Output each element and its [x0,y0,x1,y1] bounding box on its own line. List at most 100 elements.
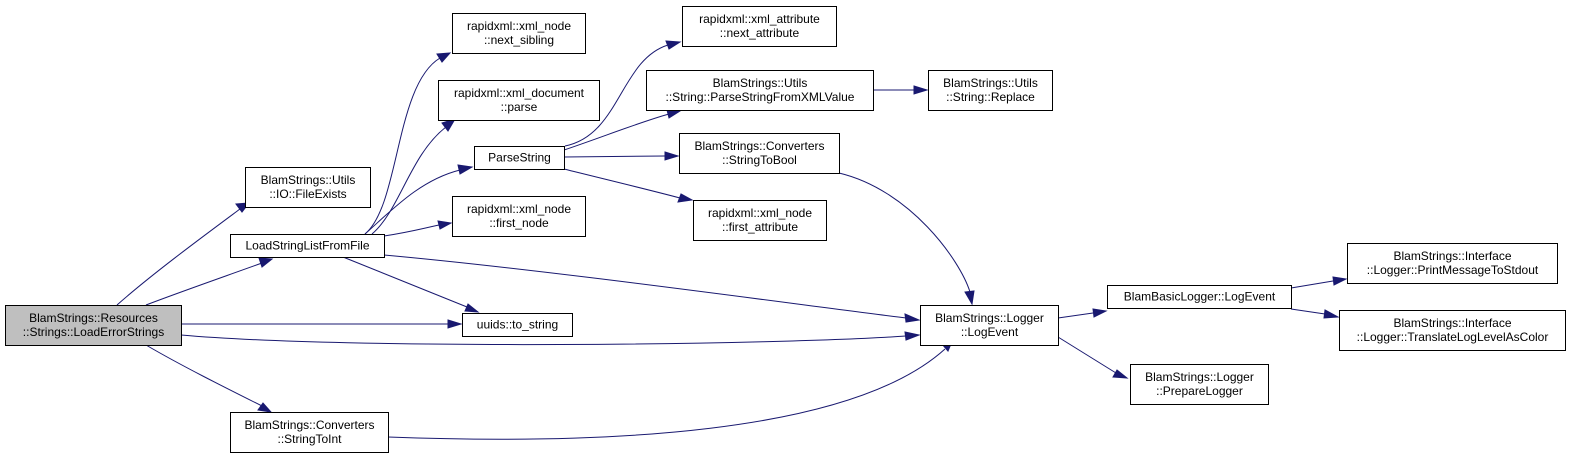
edge-basiclog-to-translatecolor [1290,308,1340,319]
node-label: BlamStrings::Logger [935,311,1044,325]
node-label: BlamStrings::Converters [694,139,824,153]
edge-loadlist-to-loggerlog [383,254,921,323]
node-label: rapidxml::xml_node [467,19,571,33]
node-box[interactable] [452,13,586,54]
node-label: uuids::to_string [477,318,558,332]
arrowhead-icon [904,331,921,341]
node-preparelogger[interactable]: BlamStrings::Logger::PrepareLogger [1130,364,1269,405]
node-label: ::Strings::LoadErrorStrings [23,325,164,339]
node-box[interactable] [474,146,565,170]
node-firstattr[interactable]: rapidxml::xml_node::first_attribute [693,200,827,241]
edge-root-to-loggerlog [180,331,921,346]
node-nextattr[interactable]: rapidxml::xml_attribute::next_attribute [682,6,837,47]
node-label: ::String::ParseStringFromXMLValue [666,90,855,104]
edge-line [563,155,666,158]
edge-root-to-loadlist [145,257,274,306]
node-box[interactable] [245,167,371,208]
node-parsexml[interactable]: BlamStrings::Utils::String::ParseStringF… [646,70,874,111]
arrowhead-icon [1332,276,1348,286]
node-label: BlamStrings::Utils [943,76,1038,90]
node-label: ParseString [488,151,551,165]
node-firstnode[interactable]: rapidxml::xml_node::first_node [452,196,586,237]
edge-basiclog-to-printstdout [1290,276,1348,289]
node-replace[interactable]: BlamStrings::Utils::String::Replace [928,70,1053,111]
node-label: rapidxml::xml_node [467,202,571,216]
node-box[interactable] [452,196,586,237]
edge-line [116,208,241,306]
node-label: BlamStrings::Utils [713,76,808,90]
node-label: ::IO::FileExists [269,187,346,201]
node-label: ::first_node [489,216,549,230]
node-label: rapidxml::xml_document [454,86,585,100]
node-tostring[interactable]: uuids::to_string [462,313,573,337]
arrowhead-icon [464,303,480,313]
node-box[interactable] [1107,285,1292,309]
edge-parsestring-to-parsexml [563,109,682,151]
node-box[interactable] [693,200,827,241]
node-box[interactable] [438,80,600,121]
node-parsestring[interactable]: ParseString [474,146,565,170]
edge-line [145,344,263,407]
arrowhead-icon [447,319,463,329]
edge-loadlist-to-tostring [342,256,480,313]
node-box[interactable] [682,6,837,47]
nodes-layer: BlamStrings::Resources::Strings::LoadErr… [5,6,1566,453]
arrowhead-icon [677,193,694,203]
node-box[interactable] [230,234,385,258]
node-loadlist[interactable]: LoadStringListFromFile [230,234,385,258]
node-box[interactable] [462,313,573,337]
node-stringtoint[interactable]: BlamStrings::Converters::StringToInt [230,412,389,453]
edge-loadlist-to-firstnode [383,220,453,237]
node-box[interactable] [1339,310,1566,351]
edge-parsestring-to-stringtobool [563,151,680,161]
node-label: BlamStrings::Utils [261,173,356,187]
node-label: BlamStrings::Logger [1145,370,1254,384]
node-root[interactable]: BlamStrings::Resources::Strings::LoadErr… [5,305,182,346]
edge-stringtobool-to-loggerlog [838,172,975,306]
arrowhead-icon [258,257,274,268]
arrowhead-icon [436,52,452,63]
node-printstdout[interactable]: BlamStrings::Interface::Logger::PrintMes… [1347,243,1558,284]
edge-loadlist-to-nextsibling [364,52,452,235]
edge-line [563,113,670,151]
arrowhead-icon [665,40,682,50]
node-label: ::parse [501,100,538,114]
node-box[interactable] [230,412,389,453]
node-basiclog[interactable]: BlamBasicLogger::LogEvent [1107,285,1292,309]
arrowhead-icon [964,290,975,306]
node-label: ::PrepareLogger [1156,384,1243,398]
arrowhead-icon [913,85,929,95]
node-fileexists[interactable]: BlamStrings::Utils::IO::FileExists [245,167,371,208]
node-label: BlamStrings::Resources [29,311,158,325]
node-box[interactable] [1130,364,1269,405]
edge-line [1057,336,1117,374]
node-box[interactable] [679,133,840,174]
node-stringtobool[interactable]: BlamStrings::Converters::StringToBool [679,133,840,174]
node-label: BlamStrings::Converters [244,418,374,432]
arrowhead-icon [1092,308,1108,318]
node-box[interactable] [920,305,1059,346]
node-label: BlamStrings::Interface [1393,249,1511,263]
edge-line [364,57,441,235]
arrowhead-icon [664,151,680,161]
arrowhead-icon [257,402,273,413]
edge-line [564,44,669,147]
edge-line [180,334,907,346]
node-label: ::LogEvent [961,325,1019,339]
node-translatecolor[interactable]: BlamStrings::Interface::Logger::Translat… [1339,310,1566,351]
node-box[interactable] [5,305,182,346]
node-box[interactable] [646,70,874,111]
node-box[interactable] [928,70,1053,111]
node-nextsibling[interactable]: rapidxml::xml_node::next_sibling [452,13,586,54]
node-label: ::Logger::PrintMessageToStdout [1367,263,1539,277]
node-label: LoadStringListFromFile [245,239,369,253]
node-loggerlog[interactable]: BlamStrings::Logger::LogEvent [920,305,1059,346]
edge-parsestring-to-nextattr [564,40,682,147]
node-label: rapidxml::xml_attribute [699,12,820,26]
node-docparse[interactable]: rapidxml::xml_document::parse [438,80,600,121]
node-label: ::Logger::TranslateLogLevelAsColor [1357,330,1549,344]
node-box[interactable] [1347,243,1558,284]
edge-line [364,169,461,235]
